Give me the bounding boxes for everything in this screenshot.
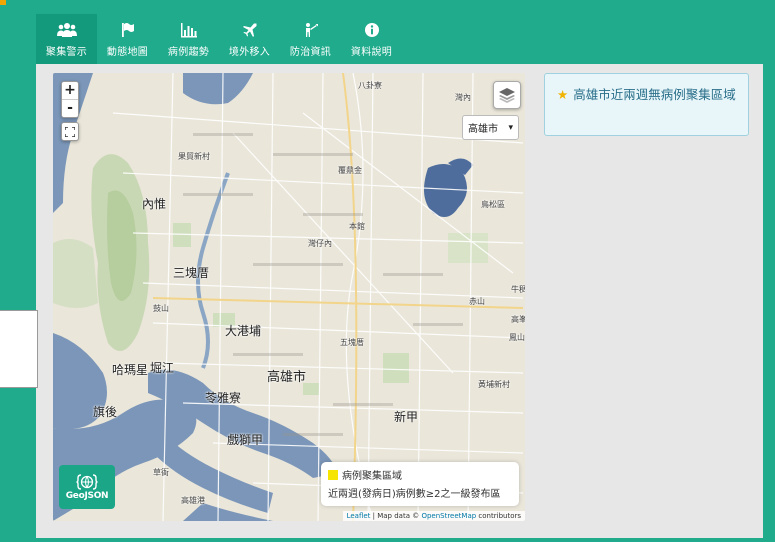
- place-label: 灣內: [455, 93, 471, 102]
- place-label: 灣仔內: [308, 239, 332, 248]
- nav-label: 境外移入: [228, 47, 271, 58]
- place-label: 苓雅寮: [205, 391, 242, 405]
- place-label: 內惟: [142, 197, 167, 211]
- map-base-layer: [53, 73, 525, 521]
- legend-note: 近兩週(發病日)病例數≥2之一級發布區: [328, 489, 501, 500]
- zoom-control: + -: [61, 81, 79, 118]
- place-label: 戲獅甲: [227, 433, 264, 447]
- map-attribution: Leaflet | Map data © OpenStreetMap contr…: [342, 511, 525, 521]
- nav-label: 防治資訊: [289, 47, 332, 58]
- city-select-value: 高雄市: [468, 124, 498, 135]
- fullscreen-icon: [65, 126, 75, 137]
- place-label: 高雄市: [267, 370, 307, 385]
- place-label: 高雄港: [181, 496, 205, 505]
- place-label: 果貿新村: [178, 152, 210, 161]
- place-label: 大港埔: [225, 324, 262, 338]
- nav-label: 聚集警示: [45, 47, 88, 58]
- place-label: 哈瑪星: [112, 363, 149, 377]
- place-label: 八卦寮: [358, 81, 382, 90]
- osm-link[interactable]: OpenStreetMap: [421, 512, 477, 520]
- leaflet-link[interactable]: Leaflet: [346, 512, 371, 520]
- users-icon: [56, 20, 77, 40]
- nav-label: 資料說明: [350, 47, 393, 58]
- person-icon: [303, 20, 319, 40]
- nav-tab-case-trend[interactable]: 病例趨勢: [158, 14, 219, 64]
- plane-icon: [242, 20, 258, 40]
- place-label: 旗後: [93, 405, 118, 419]
- nav-tab-cluster-alert[interactable]: 聚集警示: [36, 14, 97, 64]
- info-icon: [364, 20, 380, 40]
- legend-item-label: 病例聚集區域: [342, 471, 402, 482]
- place-label: 高峯: [511, 315, 525, 324]
- side-popup-box: [0, 310, 38, 388]
- place-label: 新甲: [394, 410, 419, 424]
- place-label: 三塊厝: [173, 266, 210, 280]
- place-label: 黃埔新村: [478, 380, 510, 389]
- fullscreen-button[interactable]: [61, 122, 79, 141]
- star-icon: ★: [557, 87, 569, 102]
- city-select[interactable]: 高雄市 ▾: [462, 115, 519, 140]
- attribution-text: | Map data ©: [370, 512, 422, 520]
- nav-tab-prevention[interactable]: 防治資訊: [280, 14, 341, 64]
- place-label: 鼓山: [153, 304, 169, 313]
- nav-label: 動態地圖: [106, 47, 149, 58]
- place-label: 堀江: [150, 361, 175, 375]
- place-label: 鳳山: [509, 333, 525, 342]
- legend-swatch: [328, 469, 338, 480]
- place-label: 鳥松區: [481, 200, 505, 209]
- attribution-tail: contributors: [476, 512, 521, 520]
- top-strip: [0, 0, 775, 14]
- cluster-alert-box: ★ 高雄市近兩週無病例聚集區域: [544, 73, 749, 136]
- place-label: 本館: [349, 222, 365, 231]
- place-label: 草衙: [153, 468, 169, 477]
- map-legend: 病例聚集區域 近兩週(發病日)病例數≥2之一級發布區: [321, 462, 519, 506]
- nav-tab-data-info[interactable]: 資料說明: [341, 14, 402, 64]
- globe-icon: [76, 474, 98, 490]
- geojson-label: GeoJSON: [65, 491, 109, 501]
- main-nav: 聚集警示 動態地圖 病例趨勢 境外: [36, 14, 402, 64]
- nav-tab-imported[interactable]: 境外移入: [219, 14, 280, 64]
- map-view[interactable]: 內惟 三塊厝 大港埔 哈瑪星 堀江 高雄市 苓雅寮 旗後 新甲 戲獅甲 本館 覆…: [53, 73, 525, 521]
- layers-button[interactable]: [493, 81, 521, 109]
- zoom-in-button[interactable]: +: [62, 82, 78, 100]
- nav-tab-dynamic-map[interactable]: 動態地圖: [97, 14, 158, 64]
- nav-label: 病例趨勢: [167, 47, 210, 58]
- layers-icon: [499, 88, 515, 103]
- place-label: 覆鼎金: [338, 166, 362, 175]
- corner-mark: [0, 0, 6, 5]
- cluster-alert-message: 高雄市近兩週無病例聚集區域: [573, 87, 736, 102]
- bar-chart-icon: [180, 20, 198, 40]
- place-label: 赤山: [469, 297, 485, 306]
- flag-icon: [120, 20, 136, 40]
- place-label: 五塊厝: [340, 338, 364, 347]
- place-label: 牛稠: [511, 285, 525, 294]
- geojson-button[interactable]: GeoJSON: [59, 465, 115, 509]
- zoom-out-button[interactable]: -: [67, 100, 73, 116]
- chevron-down-icon: ▾: [508, 122, 513, 133]
